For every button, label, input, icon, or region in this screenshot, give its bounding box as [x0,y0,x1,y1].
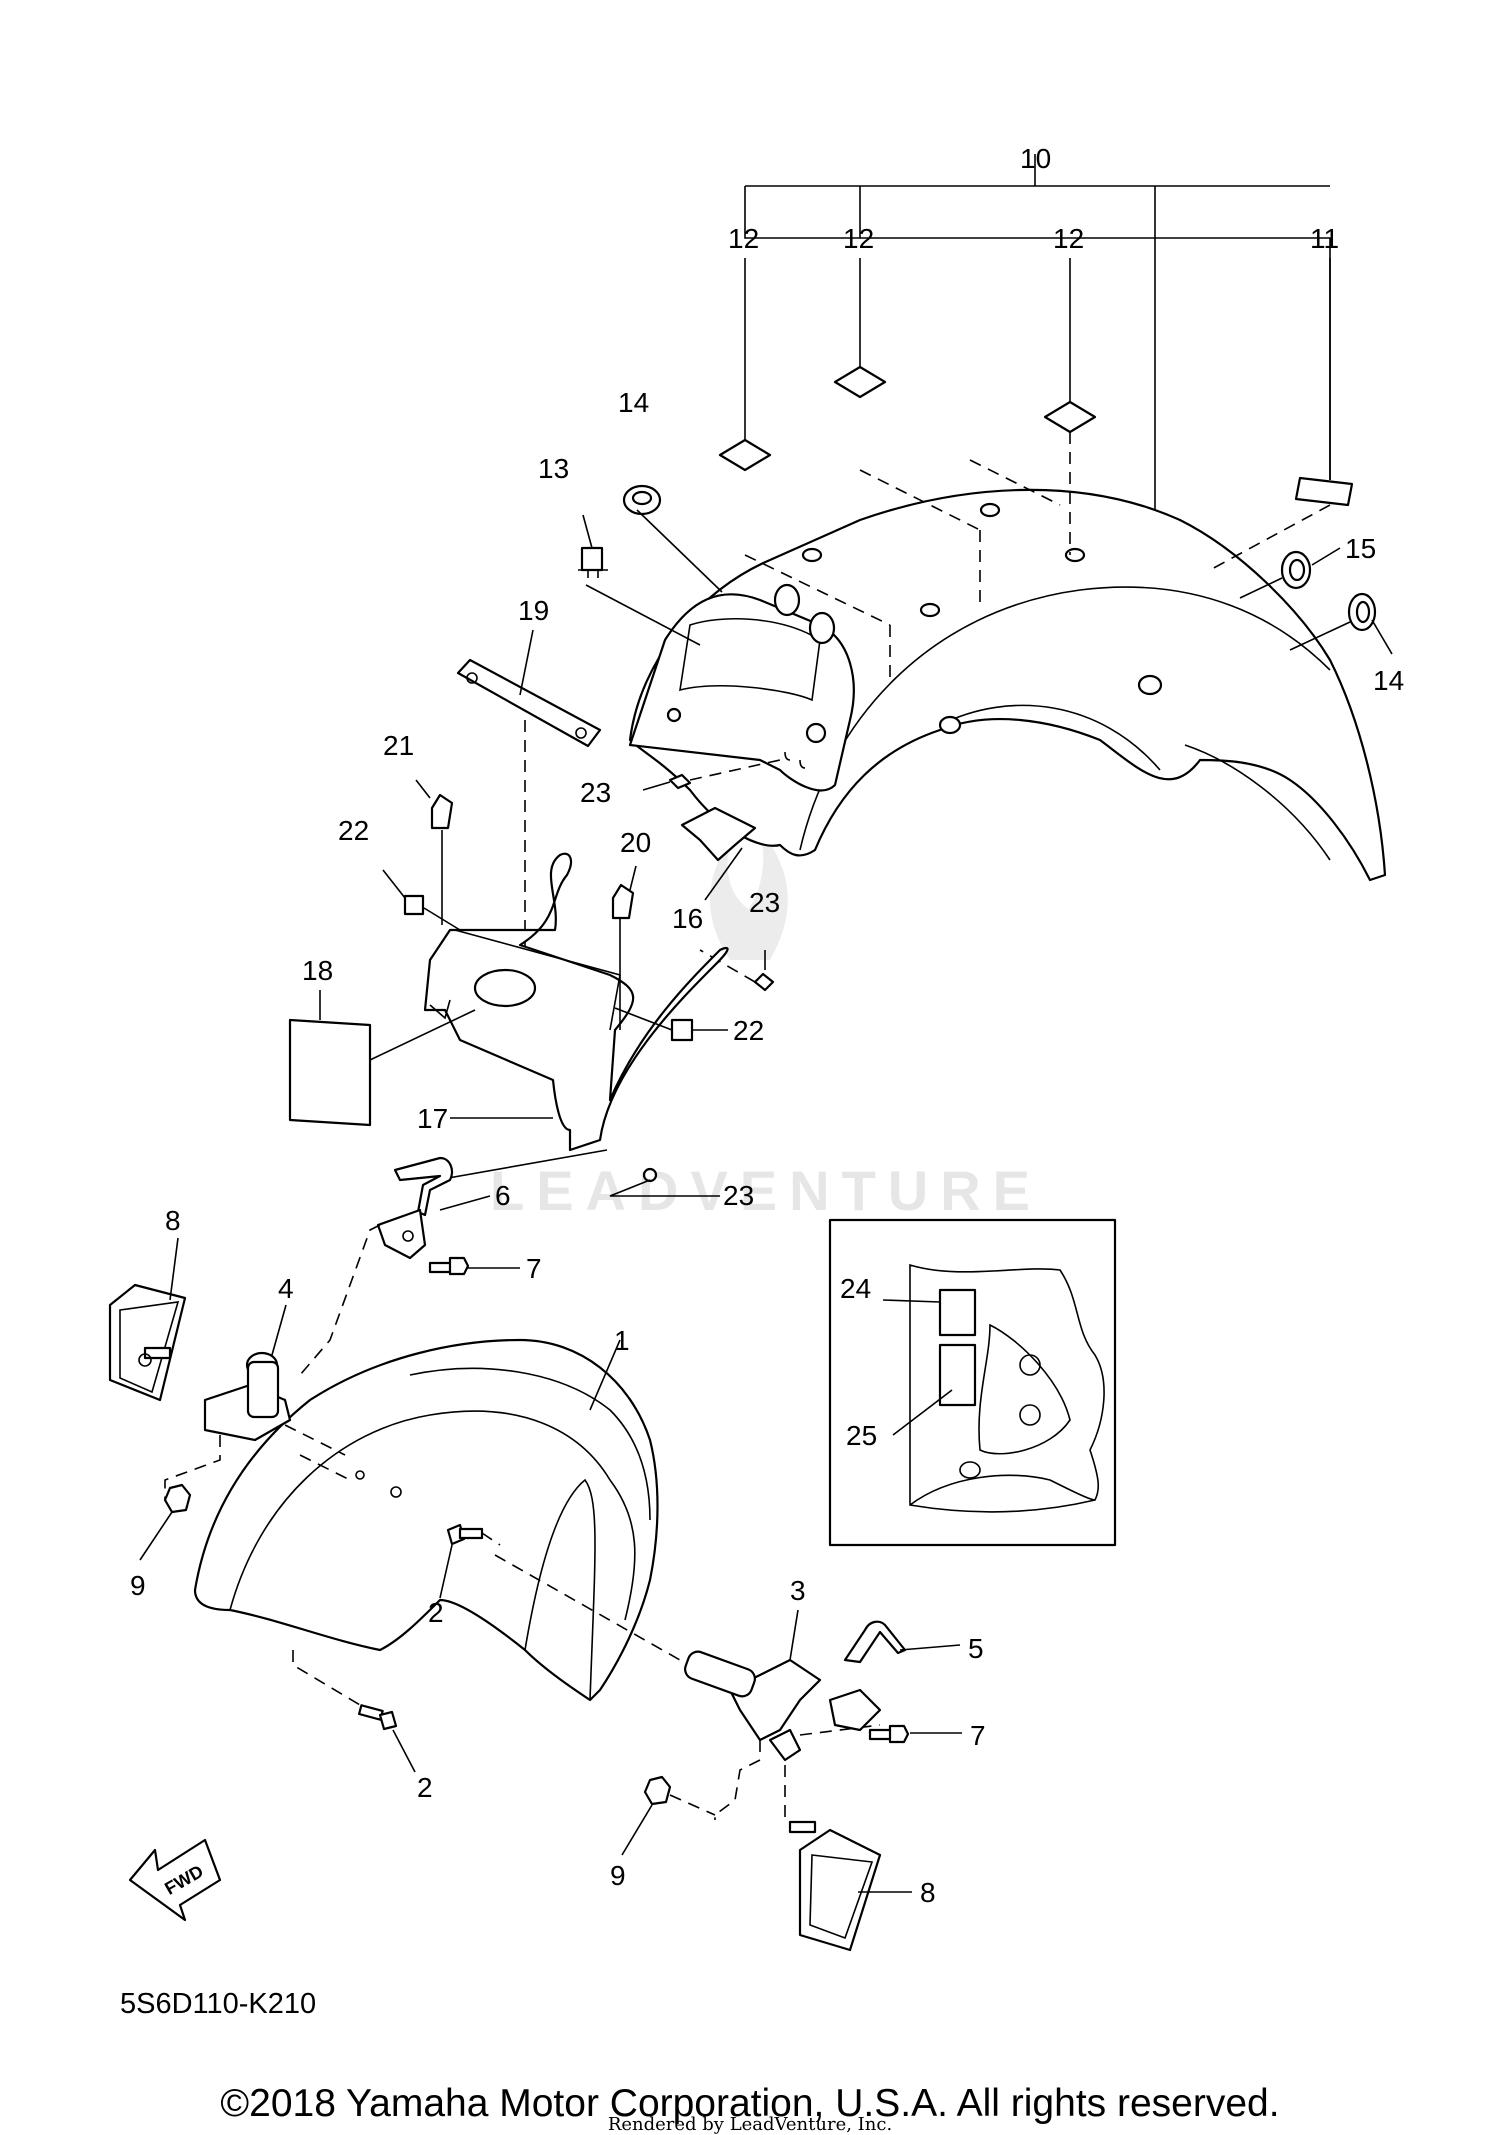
clip-13 [578,514,701,646]
callout-24: 24 [840,1273,871,1304]
leadventure-watermark: LEADVENTURE [490,830,1042,1222]
hook-6 [299,1156,491,1376]
callout-12-right: 12 [1053,223,1084,254]
cap-21 [415,779,454,925]
front-fender [193,1338,659,1702]
callout-14-top: 14 [618,387,649,418]
decal-12-right [1043,400,1097,434]
grommet-14-right [1289,592,1393,655]
nut-9-left [139,1483,192,1561]
callout-5: 5 [968,1633,984,1664]
callout-8-left: 8 [165,1205,181,1236]
inset-detail-box [828,1218,1117,1547]
pad-16 [680,806,757,901]
callout-12-left: 12 [728,223,759,254]
callout-7-bottom: 7 [970,1720,986,1751]
stay-3 [494,1554,881,1820]
grommet-14-top [622,484,723,593]
callout-1: 1 [614,1325,630,1356]
callout-15: 15 [1345,533,1376,564]
callout-23-a: 23 [580,777,611,808]
stay-4 [164,1304,346,1500]
callout-23-b: 23 [749,887,780,918]
rear-fender-bracket [628,583,855,792]
callout-8-right: 8 [920,1877,936,1908]
bolt-2-top [439,1523,501,1599]
hook-5 [828,1620,961,1732]
callout-9-left: 9 [130,1570,146,1601]
callout-7-top: 7 [526,1253,542,1284]
callout-4: 4 [278,1273,294,1304]
license-plate-18 [288,990,476,1127]
cap-20 [611,865,637,1030]
pad-22-left [382,869,461,931]
license-bracket-17 [423,852,729,1181]
callout-6: 6 [495,1180,511,1211]
callout-14-right: 14 [1373,665,1404,696]
decal-12-middle [833,365,887,399]
callout-16: 16 [672,903,703,934]
callout-20: 20 [620,827,651,858]
callout-21: 21 [383,730,414,761]
watermark-text: LEADVENTURE [490,1159,1042,1222]
nut-9-right [621,1775,716,1856]
callout-17: 17 [417,1103,448,1134]
callout-12-middle: 12 [843,223,874,254]
pad-22-right [614,1007,728,1042]
callout-19: 19 [518,595,549,626]
screw-23-c [609,1167,720,1197]
callout-22-right: 22 [733,1015,764,1046]
screw-23-a [642,759,781,791]
callout-18: 18 [302,955,333,986]
grommet-15 [1239,547,1341,599]
callout-22-left: 22 [338,815,369,846]
strap-19 [456,629,602,950]
reflector-8-right [788,1820,912,1952]
rendered-by-notice: Rendered by LeadVenture, Inc. [607,2114,893,2135]
bolt-7-bottom [868,1724,962,1744]
callout-23-c: 23 [723,1180,754,1211]
callout-13: 13 [538,453,569,484]
bolt-7-top [428,1256,520,1276]
callout-25: 25 [846,1420,877,1451]
callout-labels: 10 11 12 12 12 14 13 15 14 19 21 23 22 2… [130,143,1404,1908]
fwd-arrow-icon: FWD [128,1838,222,1922]
callout-11: 11 [1310,223,1339,254]
callout-10-bracket [744,154,1331,540]
copyright-notice: ©2018 Yamaha Motor Corporation, U.S.A. A… [220,2082,1280,2125]
callout-3: 3 [790,1575,806,1606]
decal-12-left [718,438,772,472]
callout-10: 10 [1020,143,1051,174]
decal-11 [1294,476,1354,507]
callout-9-right: 9 [610,1860,626,1891]
diagram-code: 5S6D110-K210 [120,1988,317,2020]
reflector-8-left [108,1237,187,1402]
callout-2-bottom: 2 [417,1772,433,1803]
bolt-2-bottom [292,1650,416,1773]
screw-23-b [699,949,775,992]
callout-2-top: 2 [428,1597,444,1628]
